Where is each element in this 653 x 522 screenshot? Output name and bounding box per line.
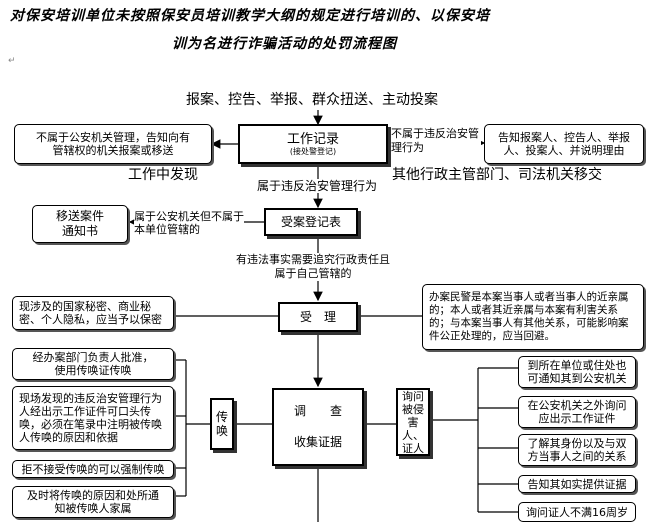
investigate-title: 调 查	[293, 404, 342, 418]
is-violation-label: 属于违反治安管理行为	[255, 179, 380, 193]
has-fact-label: 有违法事实需要追究行政责任且属于自己管辖的	[233, 253, 393, 281]
police-not-unit-label: 属于公安机关但不属于本单位管辖的	[134, 210, 244, 236]
work-record-title: 工作记录	[286, 131, 339, 147]
investigate-box: 调 查 收集证据	[272, 388, 364, 466]
summon-item-3: 拒不接受传唤的可以强制传唤	[12, 460, 174, 478]
investigate-subtitle: 收集证据	[293, 435, 342, 449]
diagram-title-line-1: 对保安培训单位未按照保安员培训教学大纲的规定进行培训的、以保安培	[10, 8, 490, 24]
summon-item-4: 及时将传唤的原因和处所通知被传唤人家属	[12, 486, 174, 518]
not-violation-label: 不属于违反治安管理行为	[391, 127, 481, 155]
question-item-2: 在公安机关之外询问应出示工作证件	[518, 396, 636, 428]
question-item-4: 告知其如实提供证据	[518, 475, 636, 493]
case-sources: 报案、控告、举报、群众扭送、主动投案	[186, 92, 438, 108]
work-record-subtitle: (接处警登记)	[289, 146, 337, 156]
summon-item-1: 经办案部门负责人批准，使用传唤证传唤	[12, 348, 174, 380]
transfer-notice-box: 移送案件通知书	[32, 205, 128, 243]
question-item-5: 询问证人不满16周岁	[518, 502, 636, 522]
work-record-box: 工作记录 (接处警登记)	[238, 124, 388, 164]
question-box: 询问被侵害人、证人	[396, 388, 430, 456]
summon-box: 传唤	[210, 398, 234, 450]
other-depts: 其他行政主管部门、司法机关移交	[392, 167, 602, 183]
summon-item-2: 现场发现的违反治安管理行为人经出示工作证件可口头传唤，必须在笔录中注明被传唤人传…	[12, 386, 174, 450]
question-item-3: 了解其身份以及与双方当事人之间的关系	[518, 434, 636, 466]
inform-box: 告知报案人、控告人、举报人、投案人、并说明理由	[484, 124, 644, 164]
not-police-box: 不属于公安机关管理，告知向有管辖权的机关报案或移送	[14, 124, 212, 164]
case-register-box: 受案登记表	[264, 208, 358, 236]
return-mark: ↵	[8, 56, 16, 66]
secrets-note-box: 现涉及的国家秘密、商业秘密、个人隐私，应当予以保密	[12, 296, 174, 330]
diagram-title-line-2: 训为名进行诈骗活动的处罚流程图	[172, 36, 397, 52]
accept-box: 受 理	[278, 302, 358, 332]
question-item-1: 到所在单位或住处也可通知其到公安机关	[518, 356, 636, 388]
recusal-note-box: 办案民警是本案当事人或者当事人的近亲属的；本人或者其近亲属与本案有利害关系的；与…	[422, 284, 644, 350]
found-in-work: 工作中发现	[128, 167, 198, 183]
